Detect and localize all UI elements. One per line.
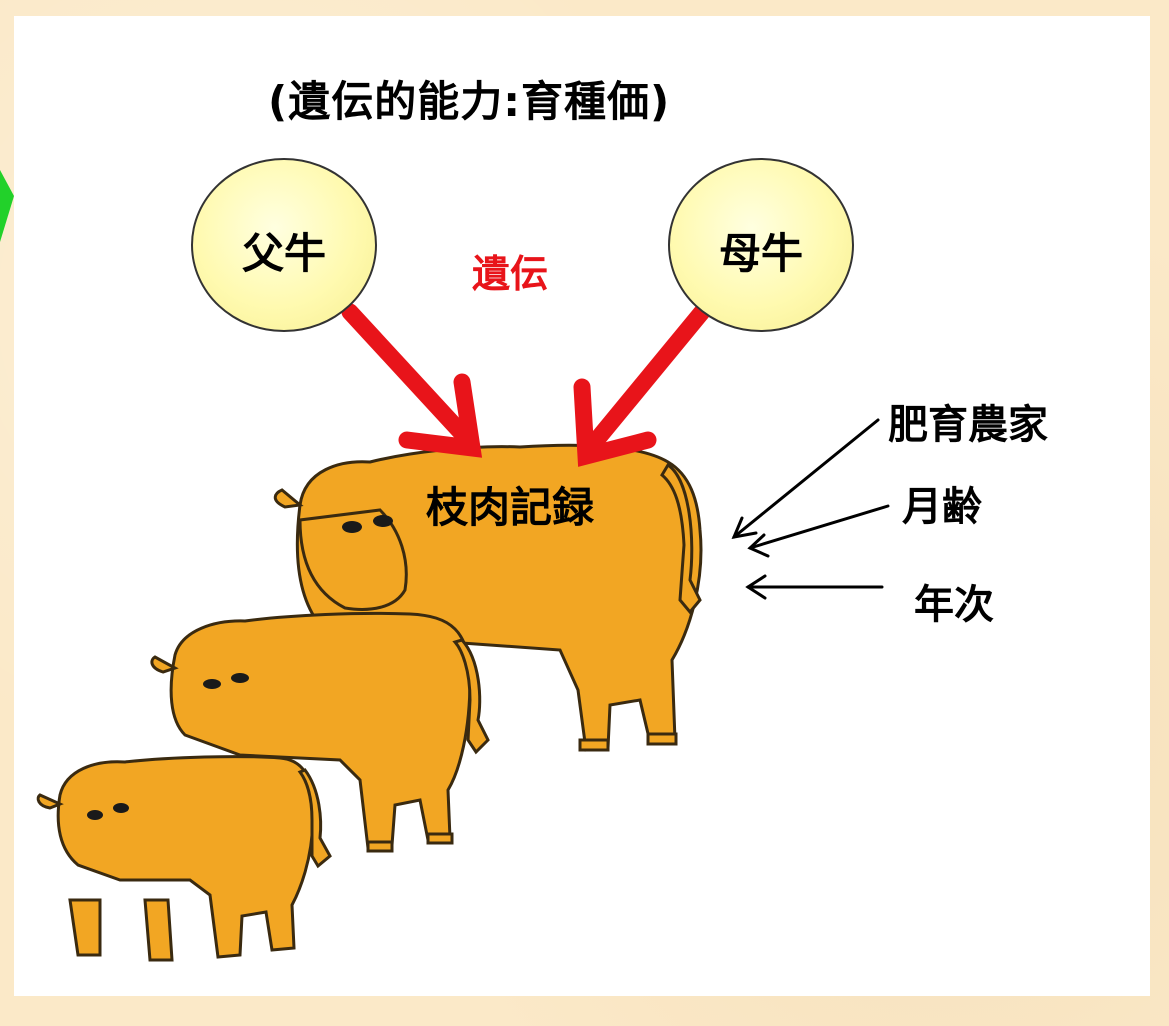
green-edge-marker (0, 170, 14, 242)
factor-year-label: 年次 (914, 582, 994, 628)
page-title: (遺伝的能力:育種価) (268, 77, 671, 126)
heredity-label: 遺伝 (472, 252, 549, 296)
red-arrow-sire (341, 303, 483, 458)
cattle-small (36, 755, 332, 962)
sire-circle: 父牛 (191, 158, 377, 332)
dam-circle: 母牛 (668, 158, 854, 332)
carcass-record-label: 枝肉記録 (426, 483, 595, 532)
factor-age-label: 月齢 (902, 484, 982, 530)
cattle-large (273, 443, 703, 752)
dam-label: 母牛 (718, 229, 803, 278)
red-arrow-dam (573, 303, 711, 467)
cattle-medium (150, 611, 490, 853)
sire-label: 父牛 (241, 229, 326, 278)
factor-farm-label: 肥育農家 (888, 402, 1048, 448)
thin-arrows (731, 418, 890, 600)
